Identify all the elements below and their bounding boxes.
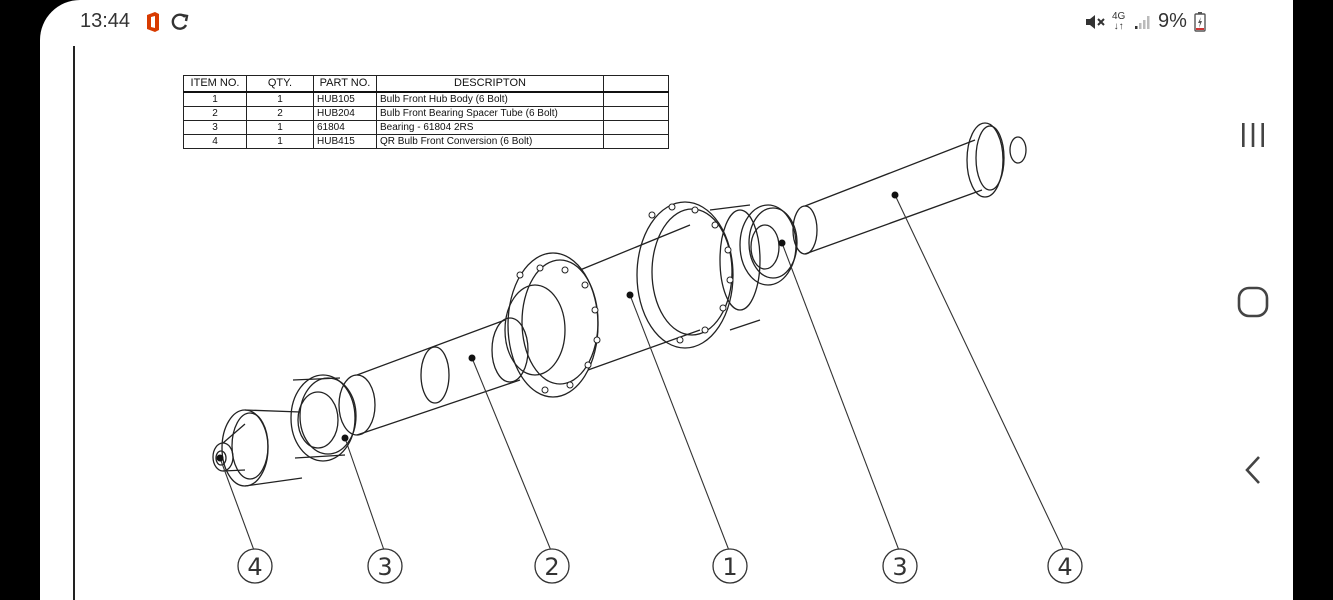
callout-balloon xyxy=(882,548,918,584)
bom-part: HUB204 xyxy=(313,106,377,121)
bom-item: 4 xyxy=(183,134,247,149)
bom-header-blank xyxy=(603,75,669,93)
right-end-cap xyxy=(792,122,1027,255)
bom-desc: Bearing - 61804 2RS xyxy=(376,120,604,135)
bom-part: HUB105 xyxy=(313,91,377,107)
hub-body xyxy=(504,201,761,398)
bom-item: 1 xyxy=(183,91,247,107)
bom-part: 61804 xyxy=(313,120,377,135)
left-bearing xyxy=(290,374,357,462)
home-icon[interactable] xyxy=(1213,282,1293,322)
table-row: 4 1 HUB415 QR Bulb Front Conversion (6 B… xyxy=(183,134,669,149)
network-type: 4G xyxy=(1112,11,1126,22)
bom-item: 3 xyxy=(183,120,247,135)
battery-text: 9% xyxy=(1158,10,1187,32)
bom-header-item: ITEM NO. xyxy=(183,75,247,93)
office-icon xyxy=(144,12,162,38)
mute-icon xyxy=(1084,12,1106,38)
bom-blank xyxy=(603,106,669,121)
callout-number: 2 xyxy=(544,553,559,581)
bom-qty: 1 xyxy=(246,120,314,135)
bom-qty: 1 xyxy=(246,134,314,149)
callout-number: 4 xyxy=(247,553,262,581)
spacer-tube xyxy=(338,317,529,436)
callout-number: 3 xyxy=(377,553,392,581)
bom-table: ITEM NO. QTY. PART NO. DESCRIPTON 1 1 HU… xyxy=(183,75,669,149)
bom-header-part: PART NO. xyxy=(313,75,377,93)
recents-icon[interactable] xyxy=(1213,115,1293,155)
network-badge: 4G ↓↑ xyxy=(1112,12,1125,32)
bom-header-description: DESCRIPTON xyxy=(376,75,604,93)
back-icon[interactable] xyxy=(1213,450,1293,490)
bom-blank xyxy=(603,91,669,107)
table-row: 3 1 61804 Bearing - 61804 2RS xyxy=(183,120,669,135)
bom-blank xyxy=(603,120,669,135)
bom-desc: QR Bulb Front Conversion (6 Bolt) xyxy=(376,134,604,149)
navigation-bar xyxy=(1213,0,1293,600)
sync-icon xyxy=(170,12,190,38)
screen: 13:44 4G ↓↑ 9% xyxy=(40,0,1293,600)
bom-item: 2 xyxy=(183,106,247,121)
signal-icon xyxy=(1134,12,1152,36)
table-row: 1 1 HUB105 Bulb Front Hub Body (6 Bolt) xyxy=(183,91,669,107)
callout-balloon xyxy=(367,548,403,584)
battery-charging-icon xyxy=(1194,12,1206,38)
bom-qty: 2 xyxy=(246,106,314,121)
bom-desc: Bulb Front Hub Body (6 Bolt) xyxy=(376,91,604,107)
callout-balloon xyxy=(534,548,570,584)
status-time: 13:44 xyxy=(80,10,131,32)
callout-number: 1 xyxy=(722,553,737,581)
bom-desc: Bulb Front Bearing Spacer Tube (6 Bolt) xyxy=(376,106,604,121)
bom-qty: 1 xyxy=(246,91,314,107)
table-row: 2 2 HUB204 Bulb Front Bearing Spacer Tub… xyxy=(183,106,669,121)
data-arrows-icon: ↓↑ xyxy=(1113,21,1124,32)
right-bearing xyxy=(739,204,798,286)
callout-number: 4 xyxy=(1057,553,1072,581)
callout-balloon xyxy=(237,548,273,584)
bom-header-qty: QTY. xyxy=(246,75,314,93)
callout-balloon xyxy=(712,548,748,584)
callout-number: 3 xyxy=(892,553,907,581)
bom-blank xyxy=(603,134,669,149)
bom-part: HUB415 xyxy=(313,134,377,149)
callout-balloon xyxy=(1047,548,1083,584)
